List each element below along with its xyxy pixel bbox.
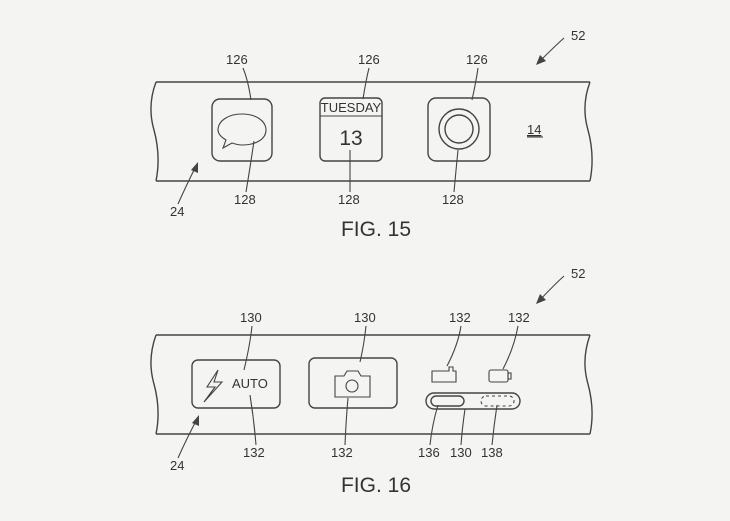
fig15-leader-icon-bottom-3	[453, 149, 459, 193]
fig15-leader-icon-top-3	[471, 67, 479, 101]
calendar-date-label: 13	[339, 127, 362, 150]
flash-auto-button	[191, 359, 281, 409]
messages-icon	[211, 98, 273, 162]
record-icon	[427, 97, 491, 162]
still-mode-indicator-tab	[507, 372, 512, 380]
fig15-ref-icon-bottom-3: 128	[442, 192, 464, 207]
mode-slider-thumb	[430, 395, 465, 407]
fig15-ref-icon-top-3: 126	[466, 52, 488, 67]
fig16-leader-video-indicator	[446, 325, 462, 367]
fig15-ref-icon-top-1: 126	[226, 52, 248, 67]
camera-lens-icon	[345, 379, 359, 393]
fig16-ref-slider-left: 136	[418, 445, 440, 460]
fig16-ref-still-indicator: 132	[508, 310, 530, 325]
fig15-ref-icon-bottom-2: 128	[338, 192, 360, 207]
fig16-leader-camera-bottom	[344, 397, 349, 446]
fig16-leader-camera-top	[359, 325, 367, 363]
fig15-device-arrowhead	[536, 55, 546, 65]
fig15-ref-display: 14	[527, 122, 541, 137]
fig16-strip-arrow-line	[177, 418, 198, 459]
calendar-icon	[319, 97, 383, 162]
video-mode-indicator-icon	[431, 366, 457, 383]
fig15-ref-icon-bottom-1: 128	[234, 192, 256, 207]
fig15-leader-icon-top-2	[362, 67, 370, 100]
fig16-ref-slider-right: 138	[481, 445, 503, 460]
fig16-caption: FIG. 16	[341, 474, 411, 497]
figure-15: 52 126 128 TUESDAY 13 126 128 126 128 14…	[150, 28, 593, 241]
fig15-ref-device: 52	[571, 28, 585, 43]
fig15-strip-left-break	[150, 81, 159, 182]
mode-slider-track	[425, 392, 521, 410]
fig16-leader-flash-bottom	[249, 394, 257, 446]
record-inner-ring-icon	[444, 114, 474, 144]
fig16-leader-flash-top	[243, 325, 253, 371]
lightning-bolt-icon	[203, 369, 224, 403]
fig15-ref-strip: 24	[170, 204, 184, 219]
flash-auto-label: AUTO	[232, 376, 268, 391]
still-mode-indicator-icon	[488, 369, 509, 383]
fig16-ref-flash-bottom: 132	[243, 445, 265, 460]
fig15-strip-arrow-line	[177, 165, 197, 205]
fig15-strip-right-break	[584, 81, 593, 182]
fig15-leader-icon-bottom-1	[245, 140, 255, 193]
fig16-ref-flash-top: 130	[240, 310, 262, 325]
fig16-ref-camera-top: 130	[354, 310, 376, 325]
fig16-ref-slider-mid: 130	[450, 445, 472, 460]
calendar-day-label: TUESDAY	[321, 100, 382, 115]
fig16-leader-still-indicator	[502, 325, 519, 370]
fig15-strip-arrowhead	[191, 162, 198, 173]
fig16-ref-strip: 24	[170, 458, 184, 473]
fig16-strip-right-break	[584, 334, 593, 435]
fig16-leader-slider-right	[491, 404, 498, 446]
figure-16: 52 AUTO 130 132 130 132 132 132 136	[150, 266, 593, 497]
fig16-ref-video-indicator: 132	[449, 310, 471, 325]
fig16-device-arrowhead	[536, 294, 546, 304]
fig15-ref-icon-top-2: 126	[358, 52, 380, 67]
fig15-leader-icon-top-1	[242, 67, 252, 101]
fig16-ref-camera-bottom: 132	[331, 445, 353, 460]
record-outer-ring-icon	[438, 108, 480, 150]
camera-icon	[334, 370, 371, 398]
fig16-strip-left-break	[150, 334, 159, 435]
fig16-leader-slider-left	[429, 404, 439, 446]
fig15-caption: FIG. 15	[341, 218, 411, 241]
fig16-leader-slider-mid	[460, 408, 466, 446]
mode-slider-alt-position	[480, 395, 515, 407]
fig16-ref-device: 52	[571, 266, 585, 281]
camera-button	[308, 357, 398, 409]
fig16-strip-arrowhead	[192, 415, 199, 426]
speech-bubble-icon	[217, 113, 267, 150]
